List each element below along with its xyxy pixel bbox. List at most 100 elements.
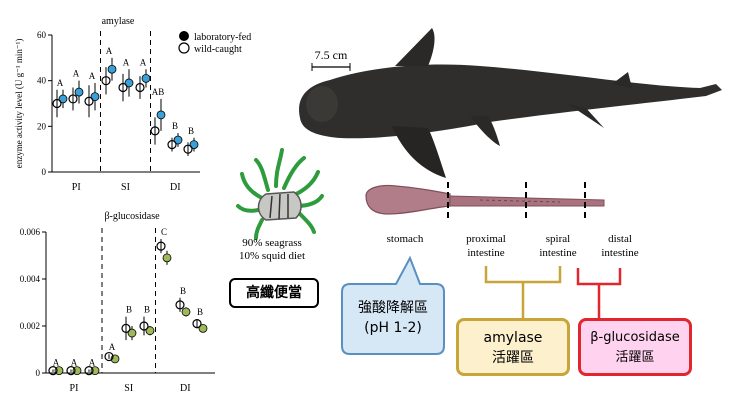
gut-label-stomach: stomach — [387, 233, 424, 245]
diet-line-2: 10% squid diet — [239, 250, 305, 262]
point-wild-caught — [84, 366, 94, 376]
stomach-note: 強酸降解區 (pH 1-2) — [342, 290, 444, 350]
region-label: PI — [72, 182, 81, 193]
point-wild-caught — [84, 96, 94, 106]
region-label: SI — [124, 383, 133, 394]
point-laboratory-fed — [124, 78, 134, 88]
significance-letter: A — [71, 357, 78, 367]
point-wild-caught — [121, 323, 131, 333]
region-label: PI — [70, 383, 79, 394]
glucosidase-box-line-1: β-glucosidase — [590, 330, 680, 345]
glucosidase-active-zone-box: β-glucosidase 活躍區 — [578, 318, 692, 376]
point-laboratory-fed — [162, 253, 172, 263]
legend-marker-lab — [179, 31, 189, 41]
point-wild-caught — [150, 126, 160, 136]
y-tick-label: 0.004 — [20, 274, 41, 284]
scale-label: 7.5 cm — [315, 48, 348, 62]
amylase-bracket — [484, 266, 562, 318]
point-wild-caught — [156, 241, 166, 251]
chart-legend: laboratory-fed wild-caught — [178, 31, 251, 55]
stomach-note-bubble — [341, 255, 445, 355]
significance-letter: A — [73, 69, 80, 79]
significance-letter: A — [106, 46, 113, 56]
point-laboratory-fed — [74, 87, 84, 97]
point-laboratory-fed — [173, 135, 183, 145]
point-laboratory-fed — [189, 140, 199, 150]
point-laboratory-fed — [145, 326, 155, 336]
region-label: DI — [170, 182, 181, 193]
point-wild-caught — [104, 351, 114, 362]
seagrass-squid-food-illustration — [236, 148, 324, 240]
diet-line-1: 90% seagrass — [242, 237, 302, 249]
point-wild-caught — [139, 321, 149, 331]
glucosidase-box-line-2: 活躍區 — [615, 350, 655, 365]
amylase-box-line-2: 活躍區 — [492, 350, 534, 366]
region-label: SI — [121, 182, 130, 193]
y-tick-label: 40 — [37, 76, 47, 86]
point-laboratory-fed — [58, 94, 68, 104]
legend-marker-wild — [178, 42, 190, 54]
chart-title: amylase — [102, 16, 135, 27]
point-laboratory-fed — [181, 307, 191, 317]
high-fiber-label: 高纖便當 — [229, 278, 319, 308]
high-fiber-text: 高纖便當 — [246, 285, 302, 301]
gut-label-proximal-1: proximal — [466, 233, 506, 245]
glucosidase-bracket — [576, 268, 622, 318]
point-wild-caught — [52, 98, 62, 109]
significance-letter: AB — [152, 87, 165, 97]
y-axis-label: enzyme activity level (U g⁻¹ min⁻¹) — [14, 39, 24, 169]
amylase-box-line-1: amylase — [483, 330, 543, 346]
gut-label-spiral-2: intestine — [539, 247, 576, 259]
significance-letter: A — [57, 78, 64, 88]
point-wild-caught — [118, 82, 128, 93]
point-wild-caught — [101, 76, 111, 86]
gut-label-proximal-2: intestine — [467, 247, 504, 259]
gut-label-spiral-1: spiral — [546, 233, 570, 245]
point-wild-caught — [192, 319, 202, 329]
y-tick-label: 0.002 — [20, 321, 40, 331]
point-laboratory-fed — [156, 110, 166, 120]
point-wild-caught — [175, 300, 185, 310]
gut-label-distal-2: intestine — [601, 247, 638, 259]
point-wild-caught — [135, 82, 145, 93]
chart-title: β-glucosidase — [104, 211, 160, 222]
significance-letter: A — [53, 357, 60, 367]
y-tick-label: 20 — [37, 121, 47, 131]
hammerhead-shark-illustration — [299, 28, 722, 178]
region-label: DI — [180, 383, 191, 394]
point-wild-caught — [48, 366, 58, 376]
point-laboratory-fed — [198, 323, 208, 333]
y-tick-label: 60 — [37, 30, 47, 40]
significance-letter: C — [161, 227, 167, 237]
digestive-tract-illustration — [365, 182, 605, 222]
point-laboratory-fed — [90, 92, 100, 102]
significance-letter: A — [89, 357, 96, 367]
stomach-note-line-1: 強酸降解區 — [358, 300, 428, 316]
point-laboratory-fed — [107, 64, 117, 74]
significance-letter: A — [109, 342, 116, 352]
y-tick-label: 0 — [36, 368, 41, 378]
significance-letter: A — [140, 57, 147, 67]
significance-letter: B — [188, 126, 194, 136]
y-tick-label: 0 — [42, 167, 47, 177]
significance-letter: B — [180, 286, 186, 296]
point-wild-caught — [66, 366, 76, 376]
significance-letter: A — [123, 57, 130, 67]
y-tick-label: 0.006 — [20, 227, 41, 237]
significance-letter: B — [144, 305, 150, 315]
legend-label-wild: wild-caught — [194, 44, 242, 55]
legend-label-lab: laboratory-fed — [194, 32, 251, 43]
amylase-active-zone-box: amylase 活躍區 — [456, 318, 570, 376]
significance-letter: B — [197, 307, 203, 317]
significance-letter: B — [126, 305, 132, 315]
scale-bar: 7.5 cm — [311, 48, 351, 71]
point-laboratory-fed — [141, 73, 151, 83]
stomach-note-line-2: (pH 1-2) — [364, 320, 422, 336]
point-laboratory-fed — [127, 328, 137, 338]
gut-label-distal-1: distal — [608, 233, 632, 245]
point-wild-caught — [68, 94, 78, 104]
significance-letter: B — [172, 121, 178, 131]
